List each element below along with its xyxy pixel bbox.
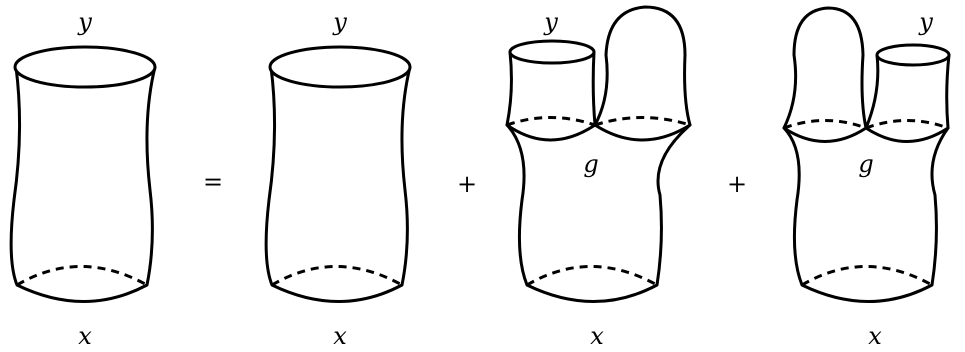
pants-with-left-cap-right-tube — [782, 6, 951, 303]
term3-genus-label: g — [583, 150, 598, 178]
plus-sign-2: + — [727, 170, 747, 198]
term4-top-label: y — [918, 8, 933, 36]
term1-top-label: y — [77, 8, 92, 36]
equals-sign: = — [203, 168, 223, 196]
term2-bottom-label: x — [333, 322, 347, 350]
plain-cylinder — [264, 45, 412, 303]
plus-sign-1: + — [457, 170, 477, 198]
term3-bottom-label: x — [590, 322, 604, 350]
term4-genus-label: g — [858, 150, 873, 178]
term4-bottom-label: x — [868, 322, 882, 350]
term1-bottom-label: x — [78, 322, 92, 350]
pants-with-left-tube-right-cap — [505, 5, 692, 303]
term3-top-label: y — [543, 8, 558, 36]
term2-top-label: y — [332, 8, 347, 36]
shaded-cylinder — [9, 45, 157, 303]
